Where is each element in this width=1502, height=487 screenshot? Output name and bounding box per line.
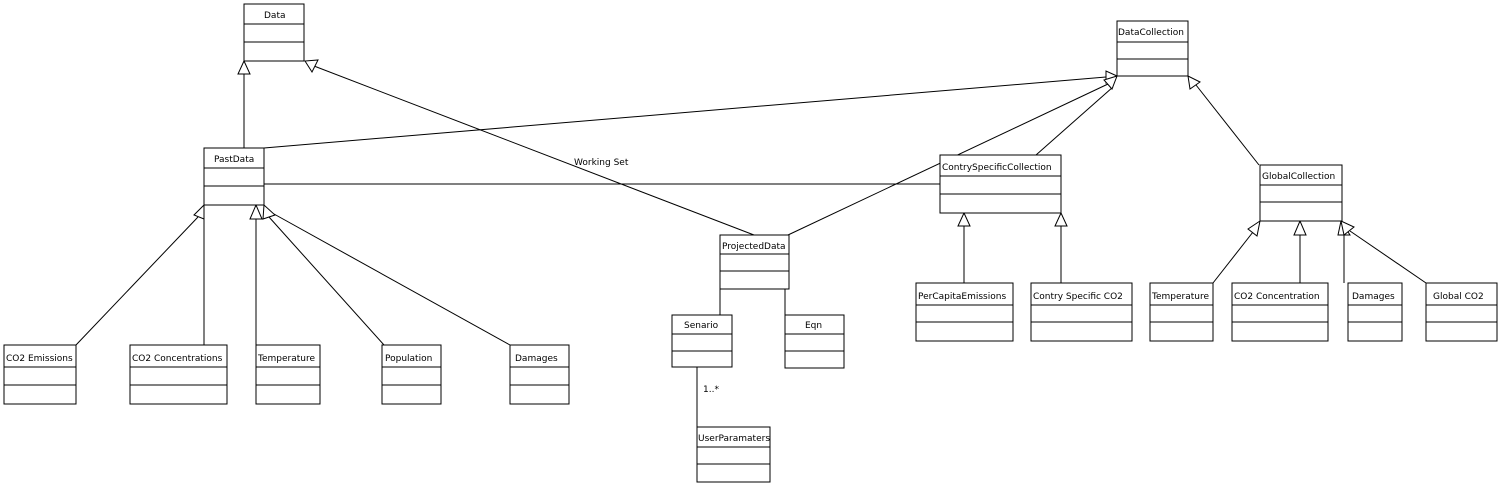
class-name: PastData (214, 155, 254, 165)
class-name: Global CO2 (1433, 292, 1484, 302)
arrowhead-datacollection-2 (1103, 75, 1118, 90)
class-per-capita-emissions[interactable]: PerCapitaEmissions (915, 282, 1014, 342)
arrowhead-data-2 (304, 59, 319, 74)
gen-temperatureglobal-global (1212, 231, 1254, 284)
class-data-collection[interactable]: DataCollection (1116, 20, 1189, 77)
class-name: DataCollection (1118, 28, 1184, 38)
class-name: UserParamaters (698, 434, 770, 444)
arrowhead-global-4 (1340, 220, 1355, 236)
gen-population-pastdata (268, 216, 385, 346)
connectors (75, 65, 1427, 427)
arrowhead-datacollection-3 (1187, 75, 1201, 90)
class-name: GlobalCollection (1262, 172, 1335, 182)
multiplicity-label: 1..* (703, 385, 719, 395)
class-user-paramaters[interactable]: UserParamaters (696, 426, 771, 483)
class-global-co2[interactable]: Global CO2 (1425, 282, 1498, 342)
gen-pastdata-datacollection (263, 76, 1107, 149)
class-name: CO2 Emissions (6, 354, 73, 364)
class-country-specific-collection[interactable]: ContrySpecificCollection (939, 154, 1062, 214)
class-co2-emissions[interactable]: CO2 Emissions (3, 344, 77, 405)
gen-country-datacollection (1035, 86, 1114, 156)
arrowhead-global-2 (1293, 219, 1307, 236)
arrowhead-data-1 (237, 59, 251, 75)
gen-projecteddata-data (313, 65, 755, 236)
class-name: ProjectedData (722, 242, 786, 252)
class-global-collection[interactable]: GlobalCollection (1259, 164, 1343, 222)
gen-damages-pastdata (273, 213, 511, 346)
class-projected-data[interactable]: ProjectedData (719, 234, 790, 290)
class-name: Contry Specific CO2 (1033, 292, 1123, 302)
class-co2-concentrations[interactable]: CO2 Concentrations (129, 344, 228, 405)
class-name: PerCapitaEmissions (918, 292, 1006, 302)
arrowhead-pastdata-2 (249, 203, 263, 220)
class-name: CO2 Concentrations (132, 354, 223, 364)
class-name: CO2 Concentration (1234, 292, 1320, 302)
gen-global-datacollection (1195, 84, 1260, 166)
gen-co2emissions-pastdata (75, 216, 199, 346)
class-damages-past[interactable]: Damages (509, 344, 570, 405)
arrowhead-country-1 (957, 211, 971, 227)
arrowhead-global-1 (1247, 219, 1261, 237)
class-past-data[interactable]: PastData (203, 147, 265, 206)
class-temperature-past[interactable]: Temperature (255, 344, 321, 405)
arrowhead-country-2 (1054, 211, 1068, 227)
class-name: Eqn (805, 321, 822, 331)
class-damages-global[interactable]: Damages (1347, 282, 1403, 342)
class-data[interactable]: Data (243, 3, 305, 62)
class-senario[interactable]: Senario (671, 314, 733, 368)
class-name: Population (385, 354, 432, 364)
class-co2-concentration-global[interactable]: CO2 Concentration (1231, 282, 1329, 342)
arrowheads (193, 59, 1355, 237)
class-contry-specific-co2[interactable]: Contry Specific CO2 (1030, 282, 1133, 342)
class-name: Data (264, 11, 286, 21)
class-name: Damages (515, 354, 558, 364)
gen-globalco2-global (1349, 230, 1427, 284)
class-name: Temperature (1151, 292, 1209, 302)
class-name: Temperature (257, 354, 315, 364)
class-name: ContrySpecificCollection (942, 163, 1052, 173)
class-eqn[interactable]: Eqn (784, 314, 845, 369)
class-population[interactable]: Population (381, 344, 442, 405)
class-temperature-global[interactable]: Temperature (1149, 282, 1214, 342)
class-name: Senario (684, 321, 719, 331)
arrowhead-pastdata-3 (262, 203, 276, 220)
class-name: Damages (1352, 292, 1395, 302)
arrowhead-pastdata-1 (193, 203, 205, 220)
working-set-label: Working Set (574, 158, 629, 168)
